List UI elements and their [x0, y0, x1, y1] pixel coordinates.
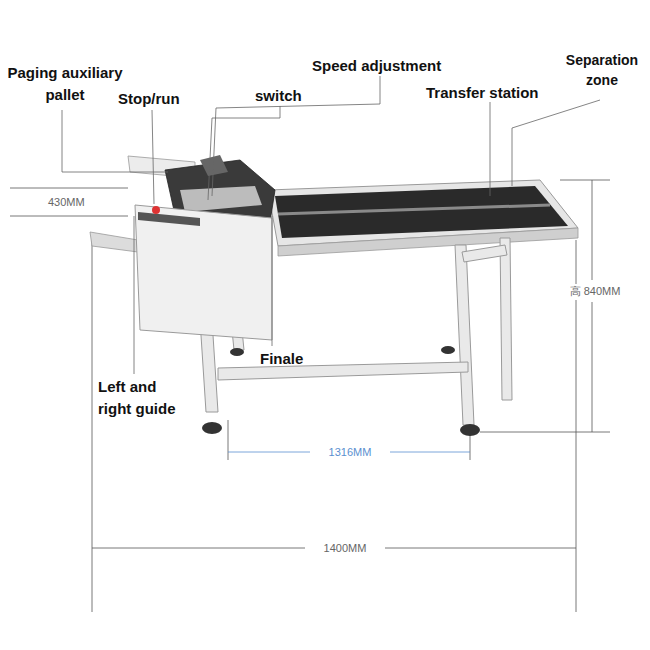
dimension-label: 1316MM	[310, 445, 390, 461]
part-label: Paging auxiliary pallet	[0, 62, 130, 106]
part-label: Transfer station	[426, 82, 556, 104]
part-label: Speed adjustment	[312, 55, 462, 77]
dimension-label: 高 840MM	[562, 284, 628, 300]
part-label: Left and right guide	[98, 376, 190, 420]
part-label: switch	[255, 85, 315, 107]
dimension-label: 1400MM	[305, 541, 385, 557]
part-label: Separation zone	[558, 50, 646, 91]
dimension-label: 430MM	[48, 195, 108, 211]
part-label: Stop/run	[118, 88, 198, 110]
part-label: Finale	[260, 348, 320, 370]
